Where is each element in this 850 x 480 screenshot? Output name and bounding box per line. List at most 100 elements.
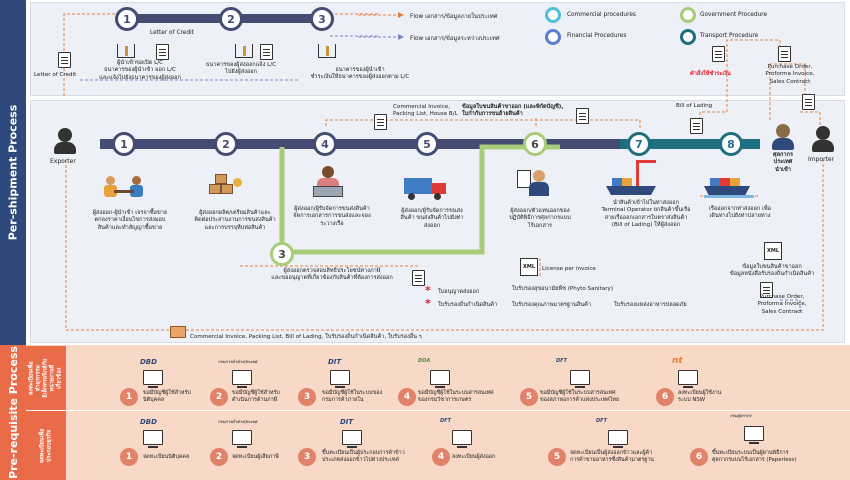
xml-right-label: ข้อมูลใบขนสินค้าขาออก ข้อมูลหนังสือรับรอ… — [729, 264, 815, 278]
safety-cert-label: ใบรับรองแหล่งอาหารปลอดภัย — [614, 302, 687, 308]
pre2-step-3-logo: DIT — [340, 418, 354, 426]
payment-order-doc-icon — [712, 46, 725, 62]
pre1-step-2-text: ขอมีบัญชีผู้ใช้สำหรับ ดำเนินการด้านภาษี — [232, 390, 280, 404]
step-2-number: 2 — [214, 132, 238, 156]
export-data-label: ข้อมูลใบขนสินค้าขาออก (และพิกัดบัญชี), ใ… — [462, 104, 564, 118]
commercial-invoice-label: Commercial Invoice, Packing List, House … — [393, 104, 458, 118]
pre2-step-3-number: 3 — [298, 448, 316, 466]
truck-icon — [404, 176, 448, 200]
pre1-step-2-computer-icon — [232, 370, 252, 388]
lc-step-1-text: ผู้นำเข้าขอเปิด L/C ธนาคารของผู้นำเข้า อ… — [99, 60, 181, 81]
permit-doc-icon — [412, 270, 425, 286]
xml-file-icon: XML — [520, 258, 538, 276]
importer-icon — [816, 126, 830, 140]
document-folder-icon — [170, 326, 186, 338]
pre1-step-6-computer-icon — [678, 370, 698, 388]
pre2-step-1-text: จดทะเบียนนิติบุคคล — [143, 454, 190, 460]
step-5-number: 5 — [415, 132, 439, 156]
legend-government-circle — [680, 7, 696, 23]
pre1-step-1-number: 1 — [120, 388, 138, 406]
customs-label: ศุลกากร ประเทศ นำเข้า — [773, 152, 793, 173]
lc-title: Letter of Credit — [150, 30, 194, 36]
pre-sub-title-2: จดทะเบียนเพื่อ ประกอบธุรกิจ — [26, 411, 66, 480]
step-6-text: ผู้ส่งออก/ตัวแทนออกของ ปฏิบัติพิธีการศุล… — [509, 208, 571, 229]
step-7-number: 7 — [627, 132, 651, 156]
quality-cert-label: ใบรับรองคุณภาพมาตรฐานสินค้า — [512, 302, 592, 308]
step-8-number: 8 — [719, 132, 743, 156]
lc-step-2-text: ธนาคารของผู้ส่งออกแจ้ง L/C ไปยังผู้ส่งออ… — [205, 62, 276, 76]
pre2-step-1-computer-icon — [143, 430, 163, 448]
importer-body — [812, 140, 834, 152]
pre-requisite-side-title: Pre-requisite Process — [0, 345, 26, 480]
lc-step-1: 1 — [115, 7, 139, 31]
pre2-step-3-text: ขึ้นทะเบียนเป็นผู้ประกอบการค้าข้าว ประเภ… — [322, 450, 405, 464]
pre1-step-1-text: ขอมีบัญชีผู้ใช้สำหรับ นิติบุคคล — [143, 390, 191, 404]
warehouse-boxes-icon — [205, 170, 245, 202]
export-permit-label: ใบอนุญาตส่งออก — [438, 289, 480, 295]
lc-left-doc-label: Letter of Credit — [34, 72, 77, 78]
pre1-step-6-number: 6 — [656, 388, 674, 406]
pre2-step-1-number: 1 — [120, 448, 138, 466]
customs-officer-icon — [515, 166, 551, 202]
bank-icon-3 — [318, 44, 336, 58]
phyto-label: ใบรับรองสุขอนามัยพืช (Phyto Sanitary) — [512, 286, 614, 292]
pre2-step-2-logo: กรมการค้าต่างประเทศ — [218, 419, 258, 424]
pre1-step-2-logo: กรมการค้าต่างประเทศ — [218, 359, 258, 364]
pre2-step-5-logo: DFT — [596, 418, 607, 424]
pre1-step-1-logo: DBD — [140, 358, 157, 366]
pre1-step-4-computer-icon — [430, 370, 450, 388]
legend-commercial: Commercial procedures — [567, 12, 636, 18]
step-8-text: เรือออกจากท่าส่งออก เพื่อ เดินทางไปยังท่… — [708, 206, 771, 220]
negotiation-icon — [104, 172, 144, 202]
legend-commercial-circle — [545, 7, 561, 23]
export-data-doc-icon — [576, 108, 589, 124]
step-3-text: ผู้ส่งออกตรวจสอบสิทธิประโยชน์ทางภาษี และ… — [271, 268, 393, 282]
pre1-step-4-text: ขอมีบัญชีผู้ใช้ในระบบสารสนเทศ ของกรมวิชา… — [418, 390, 494, 404]
pre2-step-3-computer-icon — [342, 430, 362, 448]
pre1-step-6-logo: nt — [672, 356, 683, 366]
pre1-step-5-logo: DFT — [556, 358, 567, 364]
commercial-invoice-doc-icon — [374, 114, 387, 130]
pre1-step-5-text: ขอมีบัญชีผู้ใช้ในระบบสารสนเทศ ของสภาหอกา… — [540, 390, 620, 404]
legend-flow-foreign: Flow เอกสาร/ข้อมูลระหว่างประเทศ — [410, 36, 500, 42]
exporter-icon — [58, 128, 72, 142]
pre1-step-4-number: 4 — [398, 388, 416, 406]
bank-icon-2 — [235, 44, 253, 58]
po-top-label: Purchase Order, Proforma Invoice, Sales … — [765, 64, 815, 85]
laptop-worker-icon — [311, 166, 345, 200]
exporter-label: Exporter — [50, 158, 76, 165]
lc-document-icon-2 — [260, 44, 273, 60]
pre1-step-3-text: ขอมีบัญชีผู้ใช้ในระบบของ กรมการค้าภายใน — [322, 390, 383, 404]
pre2-step-4-number: 4 — [432, 448, 450, 466]
po-bottom-label: Purchase Order, Proforma Invoice, Sales … — [757, 294, 807, 315]
pre2-step-6-number: 6 — [690, 448, 708, 466]
step-6-number: 6 — [523, 132, 547, 156]
main-flow-bar — [100, 139, 620, 149]
customs-body — [772, 138, 794, 150]
required-star-1: * — [425, 284, 431, 297]
customs-icon — [776, 124, 790, 138]
step-4-text: ผู้ส่งออก/ผู้รับจัดการขนส่งสินค้า จัดการ… — [293, 206, 371, 227]
pre2-step-6-computer-icon — [744, 426, 764, 444]
pre1-step-5-computer-icon — [570, 370, 590, 388]
payment-order-label: คำสั่งให้ชำระเงิน — [690, 71, 731, 77]
step-4-number: 4 — [313, 132, 337, 156]
bill-of-lading-label: Bill of Lading — [676, 103, 713, 109]
pre2-step-4-logo: DFT — [440, 418, 451, 424]
origin-cert-label: ใบรับรองถิ่นกำเนิดสินค้า — [438, 302, 498, 308]
pre1-step-6-text: ลงทะเบียนผู้ใช้งาน ระบบ NSW — [678, 390, 722, 404]
legend-flow-docs: Flow เอกสาร/ข้อมูลภายในประเทศ — [410, 14, 498, 20]
transport-bar — [620, 139, 760, 149]
legend-transport-circle — [680, 29, 696, 45]
bill-of-lading-doc-icon — [690, 118, 703, 134]
bottom-flow-label: Commercial Invoice, Packing List, Bill o… — [190, 334, 422, 340]
pre1-step-3-logo: DIT — [328, 358, 342, 366]
license-label: License per invoice — [542, 266, 596, 272]
legend-transport: Transport Procedure — [700, 33, 759, 39]
lc-step-3-text: ธนาคารของผู้นำเข้า ชำระเงินให้ธนาคารของผ… — [310, 67, 410, 81]
legend-financial: Financial Procedures — [567, 33, 627, 39]
lc-step-2: 2 — [219, 7, 243, 31]
legend-government: Government Procedure — [700, 12, 768, 18]
po-doc-icon-top — [778, 46, 791, 62]
pre1-step-4-logo: DOA — [418, 358, 431, 364]
